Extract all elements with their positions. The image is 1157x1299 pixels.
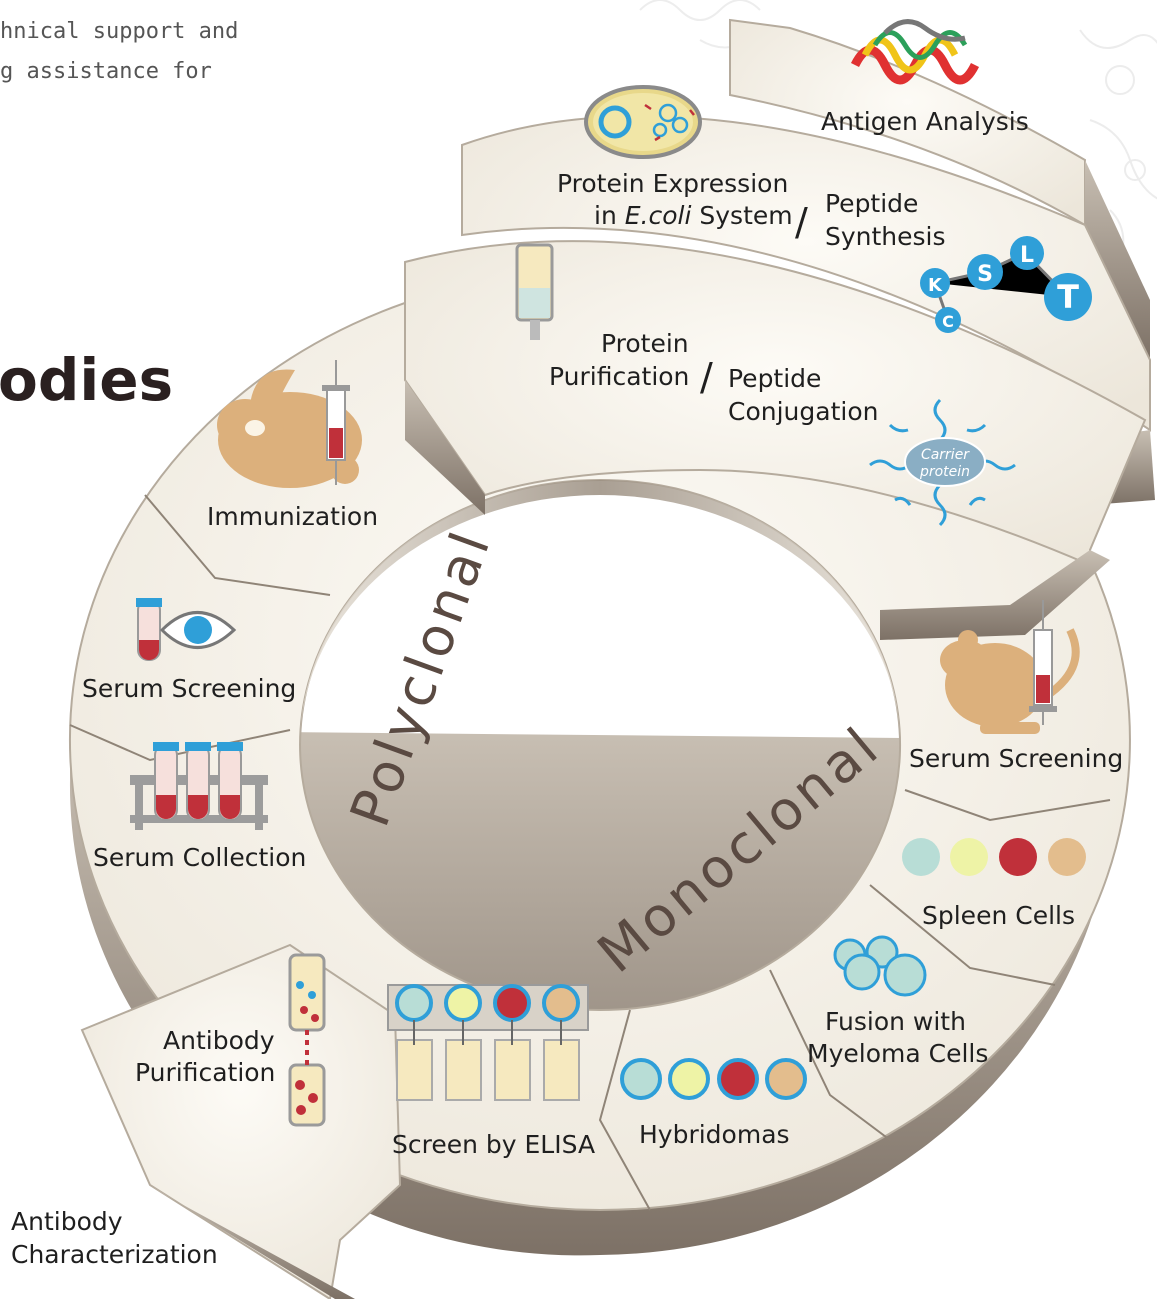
syringe-mouse-icon [1029,600,1057,725]
purification-conjugation-slash: / [700,355,713,399]
peptide-conjugation-label-2: Conjugation [728,397,878,426]
hybridoma-cells-icon [620,1058,807,1100]
spleen-cells-icon [902,838,1086,876]
peptide-synthesis-label-2: Synthesis [825,222,946,251]
serum-screening-polyclonal-label: Serum Screening [82,674,296,703]
antibody-purification-label-2: Purification [135,1058,275,1087]
antibody-column-icon [288,953,326,1127]
spleen-cells-label: Spleen Cells [922,901,1075,930]
eye-icon [159,611,237,649]
carrier-protein-icon: Carrier protein [869,398,1016,527]
tube-rack-icon [130,742,268,830]
expression-synthesis-slash: / [795,200,808,244]
peptide-chain-icon: K S L T C [920,236,1092,333]
hybridomas-label: Hybridomas [639,1120,790,1149]
fusion-label-1: Fusion with [825,1007,966,1036]
segment-dividers [69,494,1111,1211]
antigen-analysis-label: Antigen Analysis [821,107,1029,136]
serum-screening-monoclonal-label: Serum Screening [909,744,1123,773]
peptide-letter-s: S [977,262,993,287]
fusion-label-2: Myeloma Cells [807,1039,988,1068]
immunization-label: Immunization [207,502,378,531]
elisa-plate-icon [387,984,589,1101]
antibody-purification-label-1: Antibody [163,1026,275,1055]
protein-expression-label-2: in E.coli System [594,201,793,230]
peptide-letter-c: C [942,312,954,331]
peptide-letter-k: K [928,275,943,296]
protein-expression-label-1: Protein Expression [557,169,788,198]
carrier-label-2: protein [919,464,970,480]
purification-column-icon [515,243,554,340]
protein-purification-label-1: Protein [601,329,689,358]
antigen-protein-icon [850,19,980,85]
antibody-characterization-label-2: Characterization [11,1240,218,1269]
ecoli-cell-icon [584,85,702,159]
blood-tube-icon [136,598,162,661]
peptide-conjugation-label-1: Peptide [728,364,821,393]
syringe-icon [322,360,350,485]
peptide-letter-t: T [1057,278,1079,316]
fusion-cells-icon [833,935,927,997]
peptide-letter-l: L [1020,243,1034,268]
protein-purification-label-2: Purification [549,362,689,391]
page-heading: odies [0,346,173,414]
screen-elisa-label: Screen by ELISA [392,1130,595,1159]
carrier-label-1: Carrier [921,447,970,463]
serum-collection-label: Serum Collection [93,843,306,872]
intro-text-line-2: g assistance for [0,59,212,84]
intro-text-line-1: hnical support and [0,19,238,44]
peptide-synthesis-label-1: Peptide [825,189,918,218]
antibody-characterization-label-1: Antibody [11,1207,123,1236]
